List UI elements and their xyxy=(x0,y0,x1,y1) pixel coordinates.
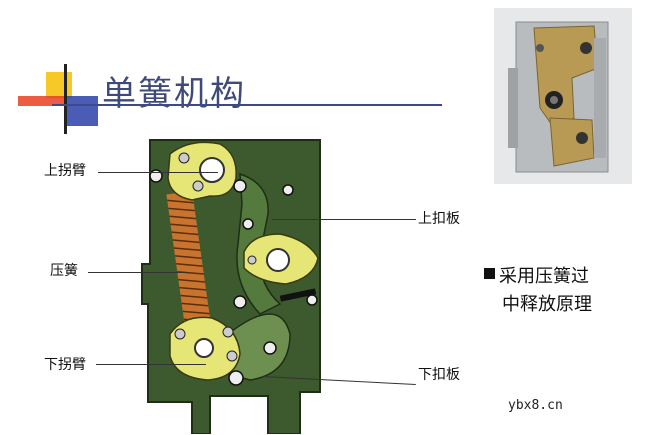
bullet-text-line2: 中释放原理 xyxy=(502,294,592,315)
bullet-square-icon xyxy=(484,268,495,279)
label-lower-arm: 下拐臂 xyxy=(44,357,86,373)
lower-plate-part xyxy=(227,313,291,381)
latch-bar xyxy=(279,288,317,302)
title-underline xyxy=(52,104,442,106)
bolts xyxy=(149,169,318,386)
mechanism-photo xyxy=(494,8,632,184)
leader-lower-arm xyxy=(96,364,206,365)
mechanism-diagram xyxy=(141,139,321,434)
slide-title: 单簧机构 xyxy=(102,74,246,114)
label-lower-plate: 下扣板 xyxy=(418,367,460,383)
watermark: ybx8.cn xyxy=(508,398,563,413)
deco-red-bar xyxy=(18,96,64,106)
deco-vertical-line xyxy=(64,64,67,134)
compression-spring xyxy=(166,190,212,334)
leader-upper-arm xyxy=(98,172,218,173)
deco-yellow-square xyxy=(46,72,72,98)
deco-blue-square xyxy=(66,96,98,126)
label-upper-arm: 上拐臂 xyxy=(44,163,86,179)
leader-upper-plate xyxy=(272,219,416,220)
label-upper-plate: 上扣板 xyxy=(418,211,460,227)
leader-spring xyxy=(88,272,188,273)
title-decoration xyxy=(18,64,98,134)
bullet-text-line1: 采用压簧过 xyxy=(499,266,589,287)
label-spring: 压簧 xyxy=(50,263,78,279)
